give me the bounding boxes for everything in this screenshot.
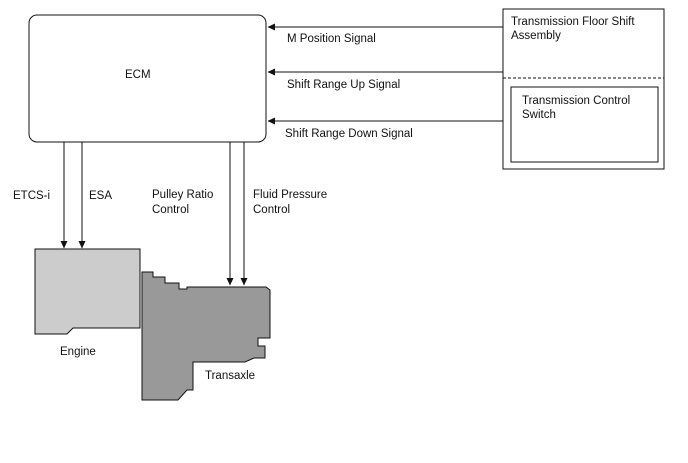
control-switch-label-line2: Switch (522, 109, 556, 121)
fluid-pressure-label-line1: Fluid Pressure (253, 189, 327, 201)
pulley-ratio-label-line1: Pulley Ratio (152, 189, 213, 201)
floor-shift-label-line2: Assembly (511, 30, 561, 42)
esa-label: ESA (89, 190, 112, 202)
m-position-signal-label: M Position Signal (287, 33, 376, 45)
engine-shape (34, 248, 141, 335)
control-switch-box (510, 86, 659, 163)
etcs-label: ETCS-i (13, 190, 50, 202)
ecm-label: ECM (125, 69, 151, 81)
shift-down-signal-label: Shift Range Down Signal (285, 128, 413, 140)
engine-label: Engine (60, 346, 96, 358)
shift-up-signal-label: Shift Range Up Signal (287, 79, 400, 91)
fluid-pressure-label-line2: Control (253, 204, 290, 216)
floor-shift-label-line1: Transmission Floor Shift (511, 16, 635, 28)
transaxle-shape (141, 271, 271, 401)
transaxle-label: Transaxle (205, 370, 255, 382)
ecm-box (28, 14, 267, 143)
control-switch-label-line1: Transmission Control (522, 95, 630, 107)
pulley-ratio-label-line2: Control (152, 204, 189, 216)
